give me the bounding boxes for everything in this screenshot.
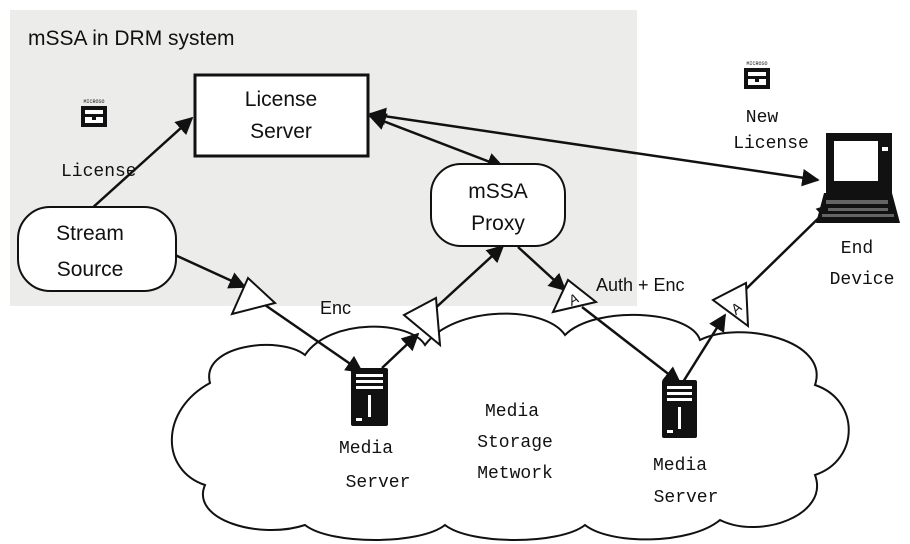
license-server-line2: Server	[250, 120, 312, 143]
edge-enc-to-media-left	[264, 303, 364, 374]
media-server-right-line2: Server	[654, 488, 719, 508]
storage-network-line2: Storage	[477, 433, 553, 453]
license-label: License	[61, 162, 137, 182]
edge-auth-to-media-right	[581, 306, 682, 385]
edge-source-to-enc	[174, 253, 247, 289]
auth-enc-label: Auth + Enc	[596, 275, 685, 295]
license-chip-icon: MICROSO	[81, 99, 107, 127]
edge-proxy-to-auth	[517, 246, 567, 292]
mssa-proxy-line1: mSSA	[468, 180, 528, 203]
license-server-box	[193, 73, 370, 158]
media-server-right-icon	[662, 380, 697, 438]
end-device-line2: Device	[830, 270, 895, 290]
media-server-left-line1: Media	[339, 439, 393, 459]
new-license-line2: License	[733, 134, 809, 154]
region-title: mSSA in DRM system	[28, 27, 235, 50]
stream-source-box	[17, 206, 177, 292]
edge-license-to-device	[368, 107, 820, 187]
edge-source-to-license	[89, 116, 194, 211]
svg-text:MICROSO: MICROSO	[746, 61, 767, 67]
enc-label: Enc	[320, 298, 351, 318]
license-server-line1: License	[245, 88, 317, 111]
mssa-proxy-box	[430, 163, 566, 247]
storage-network-cloud	[170, 312, 850, 541]
enc-triangle-2	[402, 296, 442, 348]
edge-media-right-to-auth2	[681, 313, 727, 383]
edge-enc2-to-proxy	[429, 244, 505, 314]
storage-network-line3: Metwork	[477, 464, 553, 484]
stream-source-line1: Stream	[56, 222, 124, 245]
edge-media-left-to-enc2	[381, 332, 420, 369]
laptop-icon	[816, 133, 900, 223]
svg-text:MICROSO: MICROSO	[83, 99, 104, 105]
end-device-line1: End	[841, 239, 873, 259]
auth-triangle-2	[711, 281, 750, 329]
new-license-line1: New	[746, 108, 779, 128]
storage-network-line1: Media	[485, 402, 539, 422]
media-server-left-icon	[351, 368, 388, 426]
enc-triangle-1	[230, 276, 278, 316]
auth-triangle-1	[551, 278, 599, 314]
media-server-right-line1: Media	[653, 456, 707, 476]
mssa-proxy-line2: Proxy	[471, 212, 525, 235]
media-server-left-line2: Server	[346, 473, 411, 493]
stream-source-line2: Source	[57, 258, 124, 281]
new-license-chip-icon: MICROSO	[744, 61, 770, 89]
